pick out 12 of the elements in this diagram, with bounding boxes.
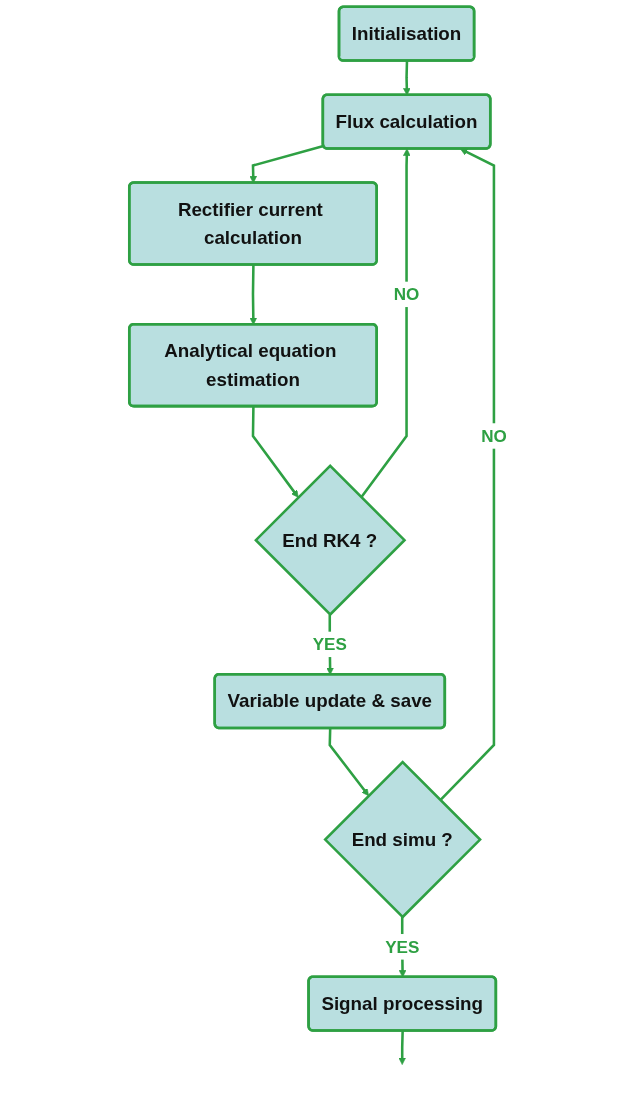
node-diamond: End simu ? bbox=[323, 760, 482, 919]
arrow bbox=[249, 264, 258, 325]
edge-label: NO bbox=[393, 284, 420, 304]
arrow bbox=[398, 1030, 406, 1065]
arrow bbox=[439, 148, 496, 802]
edge-label: YES bbox=[312, 634, 347, 654]
edge-label: YES bbox=[385, 937, 420, 957]
arrow bbox=[251, 406, 299, 498]
arrow bbox=[360, 148, 411, 499]
arrow bbox=[328, 728, 369, 797]
node-diamond: End RK4 ? bbox=[254, 464, 407, 617]
edge-label: NO bbox=[481, 426, 507, 446]
